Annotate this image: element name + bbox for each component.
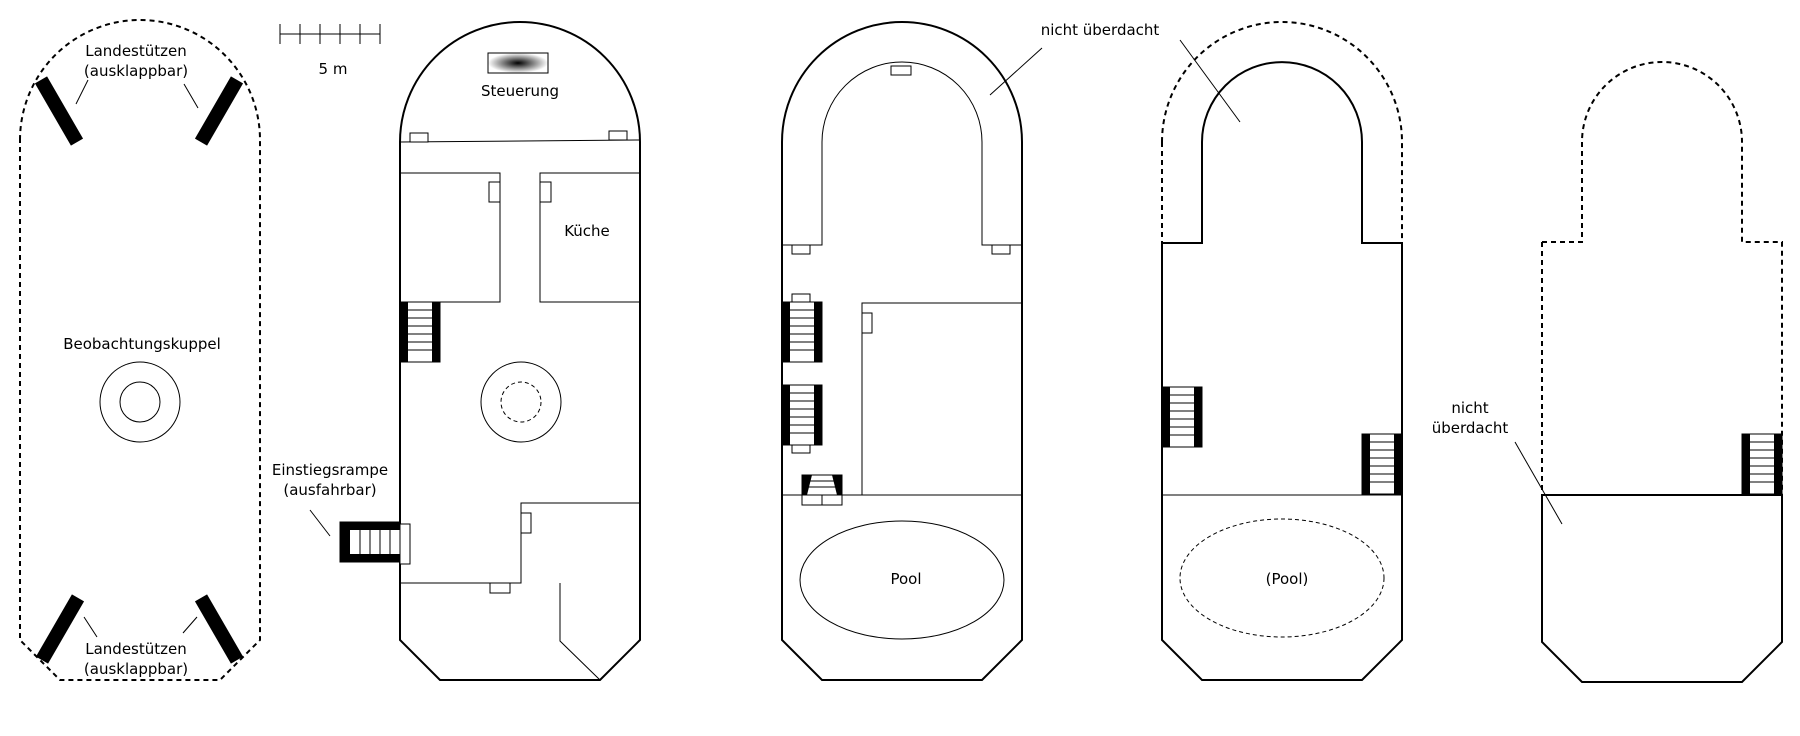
entry-ramp bbox=[339, 521, 411, 565]
plan-5-top-level bbox=[1514, 61, 1783, 683]
landing-legs-bottom-label-2: (ausklappbar) bbox=[84, 660, 188, 678]
pool-stair bbox=[801, 474, 843, 506]
observation-dome-inner bbox=[119, 381, 161, 423]
plan-4-roof-level bbox=[1161, 21, 1403, 681]
entry-ramp-label-2: (ausfahrbar) bbox=[283, 481, 376, 499]
observation-dome-label: Beobachtungskuppel bbox=[63, 335, 221, 353]
scale-bar-label: 5 m bbox=[319, 60, 348, 78]
entry-ramp-label-1: Einstiegsrampe bbox=[272, 461, 388, 479]
uncovered-right-label-2: überdacht bbox=[1432, 419, 1509, 437]
plan-1-hull-outline bbox=[19, 19, 261, 681]
uncovered-top-label: nicht überdacht bbox=[1041, 21, 1160, 39]
landing-leg-bottom-left bbox=[35, 594, 85, 664]
pool-label: Pool bbox=[890, 570, 921, 588]
landing-legs-bottom-label-1: Landestützen bbox=[85, 640, 187, 658]
dome-opening-outer bbox=[480, 361, 562, 443]
landing-leg-bottom-right bbox=[194, 594, 244, 664]
dome-opening-inner bbox=[500, 381, 542, 423]
control-console bbox=[487, 52, 549, 74]
kitchen-label: Küche bbox=[564, 222, 610, 240]
landing-leg-top-right bbox=[194, 76, 244, 146]
pool-optional-label: (Pool) bbox=[1266, 570, 1309, 588]
uncovered-right-label-1: nicht bbox=[1451, 399, 1488, 417]
landing-leg-top-left bbox=[34, 76, 84, 146]
plan-3-upper-deck bbox=[781, 21, 1043, 681]
control-label: Steuerung bbox=[481, 82, 559, 100]
landing-legs-top-label-2: (ausklappbar) bbox=[84, 62, 188, 80]
observation-dome-outer bbox=[99, 361, 181, 443]
plan-2-main-deck bbox=[309, 21, 641, 681]
pool bbox=[799, 520, 1005, 640]
pool-optional bbox=[1179, 518, 1385, 638]
scale-bar bbox=[279, 24, 381, 44]
landing-legs-top-label-1: Landestützen bbox=[85, 42, 187, 60]
